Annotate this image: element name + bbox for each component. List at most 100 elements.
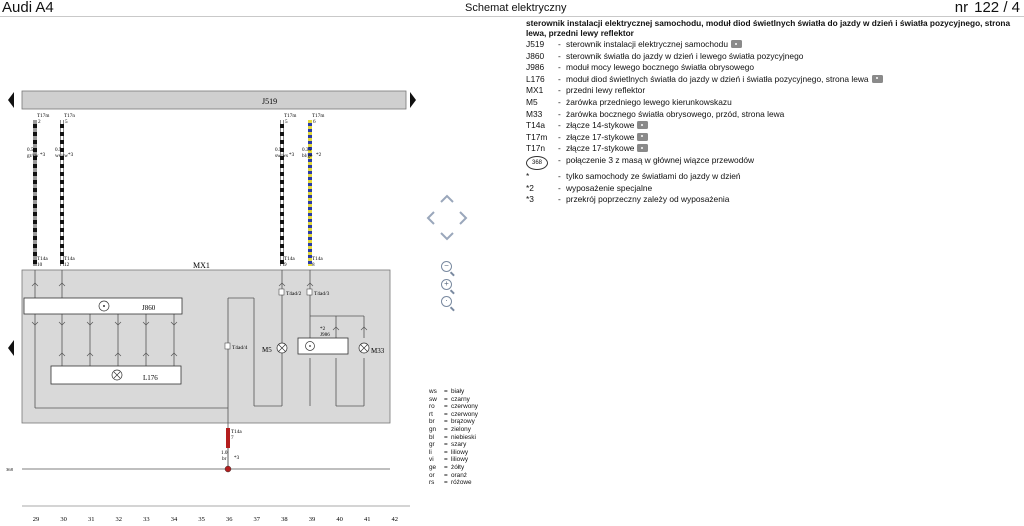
color-eq: = (444, 410, 448, 418)
legend-note-code: * (526, 170, 530, 181)
column-number: 39 (309, 516, 316, 523)
j986-note: *2 (320, 326, 326, 332)
color-code: ws (429, 388, 437, 395)
legend-text: moduł mocy lewego bocznego światła obrys… (566, 62, 754, 74)
color-name: biały (451, 388, 465, 395)
legend-dash: - (558, 120, 561, 131)
camera-icon[interactable] (637, 132, 649, 141)
camera-icon[interactable] (637, 144, 649, 153)
legend-text-value: złącze 17-stykowe (566, 131, 635, 142)
legend-note-text: tylko samochody ze światłami do jazdy w … (566, 170, 741, 181)
legend-note-code: *3 (526, 194, 534, 205)
legend-code: M33 (526, 108, 543, 119)
legend-code: J986 (526, 62, 545, 73)
column-number: 41 (364, 516, 371, 523)
column-number: 33 (143, 516, 150, 523)
legend-code: T17n (526, 143, 546, 154)
mc1-pin: 12 (64, 262, 70, 268)
pan-down-icon[interactable] (440, 232, 454, 241)
color-eq: = (444, 388, 448, 395)
tc3-color: bl/ge (302, 153, 313, 159)
color-code: gn (429, 425, 437, 433)
column-number: 29 (33, 516, 40, 523)
color-eq: = (444, 448, 448, 456)
column-number: 36 (226, 516, 233, 523)
tc3-size: 0.35 (302, 147, 311, 153)
camera-icon[interactable] (637, 121, 649, 130)
pan-right-icon[interactable] (459, 211, 468, 225)
legend-code: J519 (526, 39, 545, 49)
color-code: gr (429, 441, 435, 449)
color-name: zielony (451, 425, 471, 433)
component-description: sterownik instalacji elektrycznej samoch… (526, 18, 1011, 38)
color-eq: = (444, 479, 448, 487)
color-eq: = (444, 433, 448, 441)
pan-left-icon[interactable] (426, 211, 435, 225)
legend-text: żarówka przedniego lewego kierunkowskazu (566, 97, 732, 109)
tc2-size: 0.5 (275, 147, 282, 153)
legend-text: przedni lewy reflektor (566, 85, 645, 97)
tc2-pin: 5 (285, 119, 288, 125)
ground-badge: 368 (526, 155, 548, 170)
legend-code: L176 (526, 73, 545, 84)
legend-text-value: złącze 14-stykowe (566, 120, 635, 131)
zoom-fit-symbol: · (445, 296, 448, 305)
legend-dash: - (558, 85, 561, 96)
zoom-fit-icon[interactable]: · (441, 296, 452, 307)
scroll-right-arrow-top[interactable] (410, 92, 416, 108)
legend-text: żarówka bocznego światła obrysowego, prz… (566, 109, 784, 121)
legend-code: T17m (526, 131, 548, 142)
tc0-color: gr/sw (27, 153, 39, 159)
internal-wiring (34, 270, 365, 430)
color-code: sw (429, 395, 437, 403)
color-code: ge (429, 463, 437, 471)
legend-text-value: moduł diod świetlnych światła do jazdy w… (566, 73, 869, 84)
pan-up-icon[interactable] (440, 194, 454, 203)
zoom-in-icon[interactable]: + (441, 279, 452, 290)
color-name: brązowy (451, 418, 475, 426)
legend-code: M5 (526, 96, 538, 107)
zoom-out-icon[interactable]: − (441, 261, 452, 272)
legend-text: złącze 17-stykowe (566, 131, 649, 144)
zoom-in-symbol: + (444, 279, 449, 288)
column-number: 32 (116, 516, 123, 523)
l176-label: L176 (143, 374, 158, 382)
bc-pin: 7 (231, 435, 234, 441)
legend-text-value: sterownik instalacji elektrycznej samoch… (566, 39, 728, 49)
tc1-note: *3 (68, 152, 74, 158)
legend-text: moduł diod świetlnych światła do jazdy w… (566, 74, 883, 86)
bc-name: T14a (231, 429, 242, 435)
camera-icon[interactable] (731, 40, 742, 48)
legend-text-value: żarówka przedniego lewego kierunkowskazu (566, 96, 732, 107)
camera-icon[interactable] (871, 74, 883, 83)
tc2-note: *3 (289, 152, 295, 158)
legend-dash: - (558, 131, 561, 142)
mc2-pin: 9 (284, 262, 287, 268)
column-number: 37 (254, 516, 261, 523)
page-nr-label: nr (954, 0, 969, 16)
color-code: or (429, 471, 435, 479)
color-eq: = (444, 395, 448, 403)
color-name: liliowy (451, 448, 469, 456)
color-name: oranż (451, 471, 467, 479)
color-name: czarny (451, 395, 470, 403)
legend-text-value: żarówka bocznego światła obrysowego, prz… (566, 108, 785, 119)
column-number: 40 (336, 516, 343, 523)
scroll-left-arrow-mid[interactable] (8, 340, 14, 356)
column-number: 42 (392, 516, 399, 523)
tc0-pin: 2 (38, 119, 41, 125)
pin-markers (31, 282, 368, 357)
legend-text: sterownik instalacji elektrycznej samoch… (566, 39, 742, 51)
legend-dash: - (558, 170, 561, 181)
bc-note: *3 (234, 455, 240, 461)
tc3-name: T17m (312, 113, 324, 119)
column-number: 35 (198, 516, 205, 523)
mc2-name: T14a (284, 256, 295, 262)
j986-label: J986 (320, 332, 330, 338)
scroll-left-arrow-top[interactable] (8, 92, 14, 108)
color-code: vi (429, 456, 434, 464)
m33-label: M33 (371, 347, 385, 355)
tc2-name: T17m (284, 113, 296, 119)
j519-label: J519 (262, 97, 277, 106)
